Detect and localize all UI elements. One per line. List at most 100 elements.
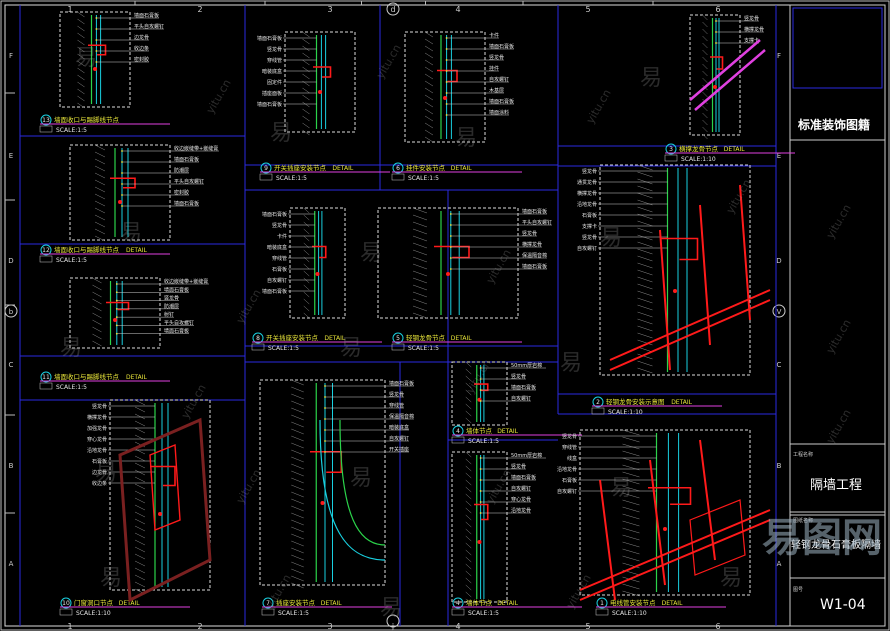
- callout-label: 横撑龙骨: [522, 241, 542, 248]
- drawing-number: W1-04: [820, 597, 866, 613]
- callout-label: 自攻螺钉: [511, 395, 531, 402]
- detail-outline: [259, 379, 386, 586]
- detail-tag: DETAIL: [126, 247, 147, 254]
- callout-label: 卡件: [489, 32, 499, 39]
- detail-title: 挂件安装节点: [406, 163, 446, 172]
- callout: 墙面石膏板: [445, 98, 514, 105]
- callout: 50mm厚岩棉: [479, 452, 546, 459]
- callout: 墙面石膏板: [324, 380, 414, 387]
- callout: 自攻螺钉: [267, 277, 315, 284]
- callout-label: 墙面涂料: [489, 109, 509, 116]
- detail-tag: DETAIL: [497, 428, 518, 435]
- callout: 墙面石膏板: [257, 35, 317, 42]
- fastener-mark: [310, 450, 343, 474]
- callout: 收边嵌缝带+嵌缝膏: [121, 145, 219, 152]
- svg-text:4: 4: [455, 5, 460, 14]
- callout-label: 竖龙骨: [267, 46, 282, 53]
- callout-label: 自攻螺钉: [267, 277, 287, 284]
- fastener-mark: [710, 56, 724, 70]
- scale-chip: [59, 608, 73, 616]
- callout: 平头自攻螺钉: [449, 219, 552, 226]
- grid-label-left: A: [9, 560, 14, 568]
- callout-label: 暗装底盒: [262, 68, 282, 75]
- callout: 竖龙骨: [92, 403, 155, 410]
- callout-label: 开关插座: [389, 446, 409, 453]
- callout: 插座面板: [262, 90, 317, 97]
- wall-hatch: [302, 31, 310, 136]
- detail-outline: [109, 399, 211, 591]
- detail-number: 9: [264, 165, 268, 172]
- callout: 横撑龙骨: [449, 241, 542, 248]
- callout-label: 平头自攻螺钉: [134, 23, 164, 30]
- callout-label: 穿心龙骨: [87, 436, 107, 443]
- detail-number: 8: [256, 335, 260, 342]
- detail-tag: DETAIL: [321, 600, 342, 607]
- grid-label-right: D: [776, 257, 781, 265]
- callout: 墙面石膏板: [449, 263, 547, 270]
- callout: 收边条: [92, 480, 155, 487]
- scale-chip: [259, 173, 273, 181]
- callout: 沿地龙骨: [557, 466, 657, 473]
- callout: 竖龙骨: [449, 230, 537, 237]
- screw-mark: [158, 512, 162, 516]
- detail-number: 10: [62, 600, 70, 607]
- callout-label: 墙面石膏板: [511, 474, 536, 481]
- callout: 石膏板: [582, 212, 668, 219]
- svg-text:5: 5: [585, 622, 590, 631]
- grid-label-right: C: [777, 361, 782, 369]
- callout: 墙面石膏板: [95, 12, 159, 19]
- svg-text:1: 1: [67, 622, 72, 631]
- callout: 防潮层: [115, 303, 179, 310]
- callout-label: 竖龙骨: [582, 234, 597, 241]
- detail-outline: [289, 207, 346, 319]
- grid-label-bottom: 4: [455, 622, 460, 631]
- project-name: 隔墙工程: [810, 478, 863, 493]
- callout-label: 竖龙骨: [522, 230, 537, 237]
- svg-text:6: 6: [715, 5, 720, 14]
- callout: 自攻螺钉: [479, 485, 531, 492]
- callout: 横撑龙骨: [577, 190, 668, 197]
- callout-label: 收边条: [92, 480, 107, 487]
- callout: 穿心龙骨: [479, 496, 531, 503]
- grid-label-right: F: [777, 52, 781, 60]
- fastener-mark: [312, 245, 327, 259]
- stud-3d: [599, 439, 716, 601]
- callout: 竖龙骨: [582, 168, 668, 175]
- grid-label-top: 2: [197, 1, 266, 14]
- callout: 防潮层: [121, 167, 189, 174]
- callout-label: 石膏板: [562, 477, 577, 484]
- detail-tag: DETAIL: [662, 600, 683, 607]
- detail-title: 横撑龙骨节点: [679, 144, 719, 153]
- wall-hatch: [94, 144, 106, 242]
- detail-number-bubble: [592, 396, 604, 408]
- callout: 墙面石膏板: [121, 156, 199, 163]
- callout: 竖龙骨: [445, 54, 504, 61]
- svg-text:F: F: [9, 52, 13, 60]
- detail-title: 电线管安装节点: [610, 598, 656, 607]
- callout-label: 50mm厚岩棉: [511, 362, 542, 369]
- detail-number-bubble: [392, 332, 404, 344]
- detail-tag: DETAIL: [451, 165, 472, 172]
- fastener-mark: [150, 465, 176, 487]
- detail-tag: DETAIL: [451, 335, 472, 342]
- screw-mark: [93, 67, 97, 71]
- callout: 密封胶: [95, 56, 149, 63]
- detail-number: 4: [456, 600, 460, 607]
- callout: 沿地龙骨: [577, 201, 668, 208]
- callout: 平头自攻螺钉: [121, 178, 204, 185]
- callout-label: 射钉: [164, 311, 174, 318]
- svg-text:C: C: [777, 361, 782, 369]
- detail-scale: SCALE:1:5: [408, 345, 439, 352]
- grid-label-left: E: [9, 152, 13, 160]
